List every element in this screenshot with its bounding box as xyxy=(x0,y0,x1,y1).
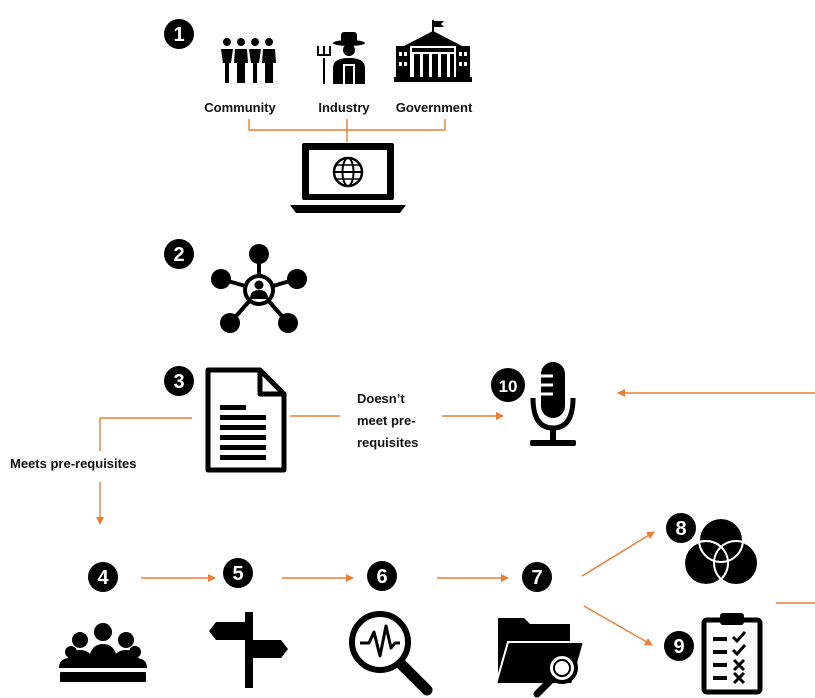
step-1-number: 1 xyxy=(173,24,184,46)
arrow-doc-to-meeting xyxy=(96,417,192,525)
edge-label-meets: Meets pre-requisites xyxy=(10,456,136,471)
step-4-badge: 4 xyxy=(88,562,118,592)
people-group-icon xyxy=(221,38,276,83)
stakeholder-connector xyxy=(248,119,446,142)
edge-label-doesnt-meet-3: requisites xyxy=(357,435,418,450)
step-9-badge: 9 xyxy=(664,631,694,661)
network-hub-icon xyxy=(211,244,307,333)
arrow-7-to-9 xyxy=(583,605,653,646)
laptop-globe-icon xyxy=(290,143,406,213)
step-7-badge: 7 xyxy=(522,562,552,592)
farmer-icon xyxy=(317,32,365,84)
magnifier-waveform-icon xyxy=(349,611,433,696)
step-2-badge: 2 xyxy=(164,239,194,269)
step-5-badge: 5 xyxy=(223,558,253,588)
step-1-badge: 1 xyxy=(164,19,194,49)
folder-search-icon xyxy=(494,618,586,698)
edge-label-doesnt-meet-1: Doesn’t xyxy=(357,391,405,406)
step-10-number: 10 xyxy=(499,377,518,396)
step-4-number: 4 xyxy=(97,567,109,589)
step-2-number: 2 xyxy=(173,244,184,266)
document-icon xyxy=(205,367,287,473)
arrow-7-to-8 xyxy=(581,531,655,577)
step-3-number: 3 xyxy=(173,371,184,393)
edge-label-doesnt-meet-2: meet pre- xyxy=(357,413,416,428)
step-5-number: 5 xyxy=(232,563,243,585)
signpost-icon xyxy=(209,612,288,688)
microphone-icon xyxy=(530,362,576,446)
step-8-badge: 8 xyxy=(666,513,696,543)
step-7-number: 7 xyxy=(531,567,542,589)
step-3-badge: 3 xyxy=(164,366,194,396)
government-building-icon xyxy=(394,20,472,82)
step-10-badge: 10 xyxy=(491,368,525,402)
checklist-clipboard-icon xyxy=(701,613,763,695)
stakeholder-label-community: Community xyxy=(204,100,276,115)
step-6-badge: 6 xyxy=(367,561,397,591)
stakeholder-label-government: Government xyxy=(396,100,473,115)
step-6-number: 6 xyxy=(376,566,387,588)
step-8-number: 8 xyxy=(675,518,686,540)
stakeholder-label-industry: Industry xyxy=(318,100,370,115)
venn-diagram-icon xyxy=(683,517,759,586)
step-9-number: 9 xyxy=(673,636,684,658)
meeting-group-icon xyxy=(59,623,147,682)
